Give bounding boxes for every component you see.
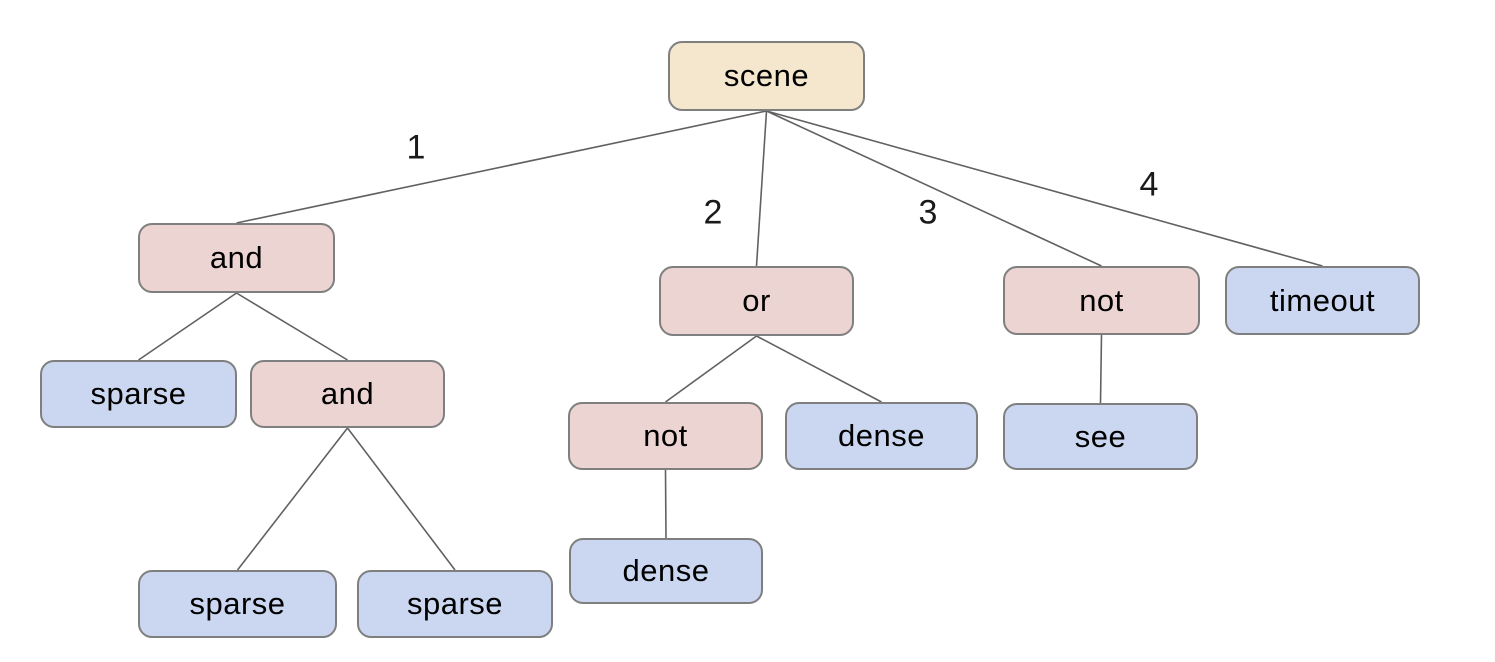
tree-node-scene: scene [668, 41, 865, 111]
node-label: dense [838, 418, 925, 453]
node-label: sparse [406, 586, 504, 621]
node-label: not [1079, 282, 1124, 318]
edge-scene-not1 [766, 110, 1102, 267]
edge-label-2: 2 [703, 193, 723, 232]
tree-node-see: see [1003, 403, 1198, 470]
edge-and2-sparse3 [346, 427, 456, 571]
node-label: sparse [189, 586, 286, 621]
node-label: and [320, 376, 375, 411]
edge-scene-and1 [236, 110, 767, 224]
edge-scene-or1 [755, 110, 768, 267]
edge-scene-timeout [766, 110, 1323, 267]
node-label: scene [723, 58, 810, 93]
tree-node-or1: or [659, 266, 854, 336]
tree-node-dense1: dense [785, 402, 978, 470]
tree-node-sparse3: sparse [357, 570, 553, 638]
node-label: timeout [1269, 282, 1376, 318]
tree-node-sparse2: sparse [138, 570, 337, 638]
edge-not2-dense2 [664, 469, 667, 539]
tree-node-sparse1: sparse [40, 360, 237, 428]
node-label: or [742, 283, 771, 318]
tree-node-not2: not [568, 402, 763, 470]
node-label: dense [622, 553, 710, 588]
edge-and1-sparse1 [138, 292, 237, 361]
edge-label-1: 1 [406, 128, 426, 167]
edge-and1-and2 [236, 292, 348, 361]
tree-node-and2: and [250, 360, 445, 428]
node-label: sparse [90, 376, 187, 411]
edge-not1-see [1099, 334, 1103, 404]
tree-node-not1: not [1003, 266, 1200, 335]
node-label: not [643, 418, 688, 453]
edge-or1-dense1 [756, 335, 882, 403]
tree-node-timeout: timeout [1225, 266, 1420, 335]
tree-node-and1: and [138, 223, 335, 293]
edge-label-3: 3 [918, 193, 938, 232]
node-label: see [1074, 418, 1127, 454]
node-label: and [209, 240, 264, 275]
tree-node-dense2: dense [569, 538, 763, 604]
edge-or1-not2 [665, 335, 757, 403]
edge-and2-sparse2 [236, 427, 349, 571]
edge-label-4: 4 [1139, 165, 1159, 204]
